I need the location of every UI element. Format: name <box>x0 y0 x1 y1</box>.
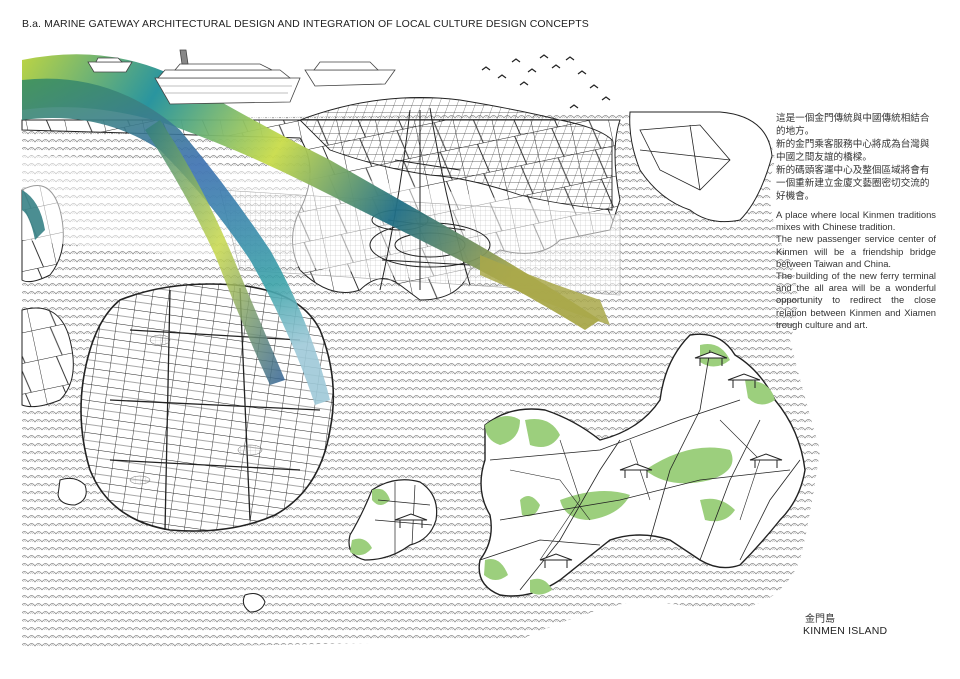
description-en-line: A place where local Kinmen traditions mi… <box>776 209 936 233</box>
yacht-icon <box>304 61 396 87</box>
ribbon <box>22 78 330 406</box>
bird-flock-icon <box>481 54 611 109</box>
description-english: A place where local Kinmen traditions mi… <box>776 209 936 331</box>
yacht-icon <box>87 57 133 73</box>
pagoda-icon <box>394 351 783 568</box>
islet <box>57 477 87 506</box>
northeast-coast <box>629 111 773 223</box>
terminal-roof-mesh <box>299 97 613 211</box>
cruise-ship-icon <box>154 49 301 105</box>
description-zh-line: 這是一個金門傳統與中國傳統相結合的地方。 <box>776 113 930 137</box>
description-chinese: 這是一個金門傳統與中國傳統相結合的地方。 新的金門乘客服務中心將成為台灣與中國之… <box>776 112 936 203</box>
description-zh-line: 新的碼頭客運中心及整個區域將會有一個重新建立金廈文藝圈密切交流的好機會。 <box>776 165 930 202</box>
page-title: B.a. MARINE GATEWAY ARCHITECTURAL DESIGN… <box>22 18 589 30</box>
island-caption-english: KINMEN ISLAND <box>803 625 888 637</box>
description-en-line: The building of the new ferry terminal a… <box>776 270 936 330</box>
ribbon <box>480 255 610 325</box>
description-zh-line: 新的金門乘客服務中心將成為台灣與中國之間友誼的橋樑。 <box>776 139 930 163</box>
islet <box>242 593 266 613</box>
ribbon <box>145 120 285 385</box>
little-kinmen-island <box>348 479 438 561</box>
description-en-line: The new passenger service center of Kinm… <box>776 233 936 269</box>
kinmen-island <box>478 333 806 597</box>
island-caption-chinese: 金門島 <box>805 614 835 625</box>
ribbon <box>22 190 45 240</box>
